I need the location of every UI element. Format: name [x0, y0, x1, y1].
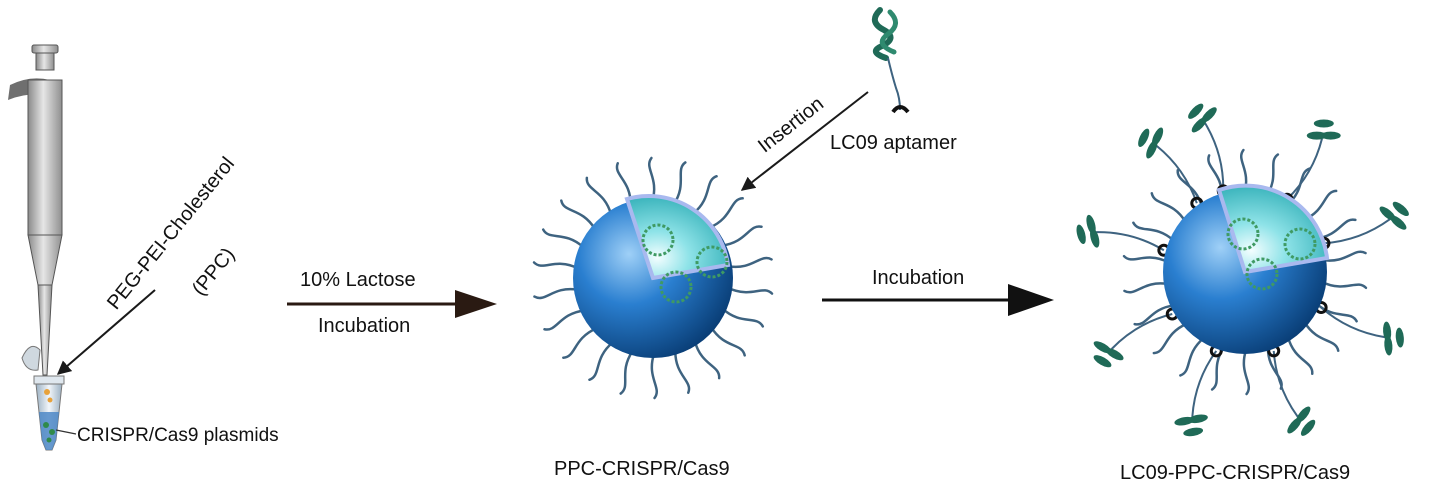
aptamer — [1076, 214, 1171, 257]
peg-chain — [1179, 336, 1205, 377]
product2-label: LC09-PPC-CRISPR/Cas9 — [1120, 462, 1351, 484]
peg-chain — [727, 286, 774, 295]
peg-chain — [1315, 302, 1358, 323]
peg-chain — [709, 325, 746, 357]
plasmid-rings — [641, 223, 729, 304]
peg-chain — [708, 197, 744, 229]
peg-chain — [588, 341, 614, 382]
peg-chain — [533, 287, 580, 300]
peg-chain — [1242, 348, 1250, 396]
insertion-arrow — [740, 91, 869, 191]
peg-chain — [1303, 321, 1340, 352]
peg-chain — [1133, 304, 1176, 326]
peg-chain — [1152, 322, 1188, 355]
peg-chains — [532, 156, 774, 400]
peg-chain — [674, 349, 691, 394]
aptamer — [1138, 127, 1204, 210]
peg-chain — [1123, 282, 1170, 294]
peg-chain — [543, 309, 586, 331]
aptamer — [1314, 300, 1404, 356]
step1-arrow — [287, 290, 497, 318]
aptamer — [1093, 307, 1179, 368]
bound-aptamers — [1076, 103, 1409, 437]
peg-chain — [562, 327, 598, 359]
peg-chain — [650, 352, 658, 400]
reagent-arrow — [56, 289, 156, 375]
plasmid-rings — [1226, 217, 1317, 291]
nanoparticle-ppc — [532, 156, 774, 400]
peg-chain — [541, 228, 585, 249]
peg-chain — [532, 261, 579, 270]
peg-chain — [1176, 168, 1204, 209]
aptamer-label: LC09 aptamer — [830, 132, 957, 154]
peg-chain — [1122, 254, 1169, 264]
peg-chain — [720, 225, 763, 247]
product1-label: PPC-CRISPR/Cas9 — [554, 458, 730, 480]
nanoparticle-lc09 — [1076, 103, 1409, 437]
pipette — [8, 44, 63, 382]
step2-arrow — [822, 284, 1054, 316]
microtube — [21, 345, 65, 451]
peg-chain — [1320, 250, 1367, 262]
peg-chain — [1321, 280, 1368, 290]
step1-bottom-label: Incubation — [318, 315, 411, 337]
peg-chain — [560, 199, 597, 231]
aptamer — [1174, 344, 1223, 437]
peg-chain — [1286, 335, 1314, 376]
aptamer — [1267, 344, 1316, 436]
peg-chain — [1132, 221, 1175, 242]
aptamer-free — [871, 7, 910, 114]
plasmids-label: CRISPR/Cas9 plasmids — [77, 425, 279, 446]
peg-chain — [1150, 192, 1187, 223]
aptamer — [1317, 201, 1409, 250]
peg-chain — [585, 176, 613, 216]
peg-chain — [619, 349, 634, 395]
step2-label: Incubation — [872, 267, 965, 289]
peg-chain — [721, 307, 765, 328]
peg-chain — [693, 340, 721, 380]
peg-chain — [726, 256, 773, 269]
peg-chain — [692, 174, 718, 215]
aptamer — [1188, 103, 1230, 198]
step1-top-label: 10% Lactose — [300, 269, 416, 291]
plasmid-pointer — [55, 429, 77, 435]
